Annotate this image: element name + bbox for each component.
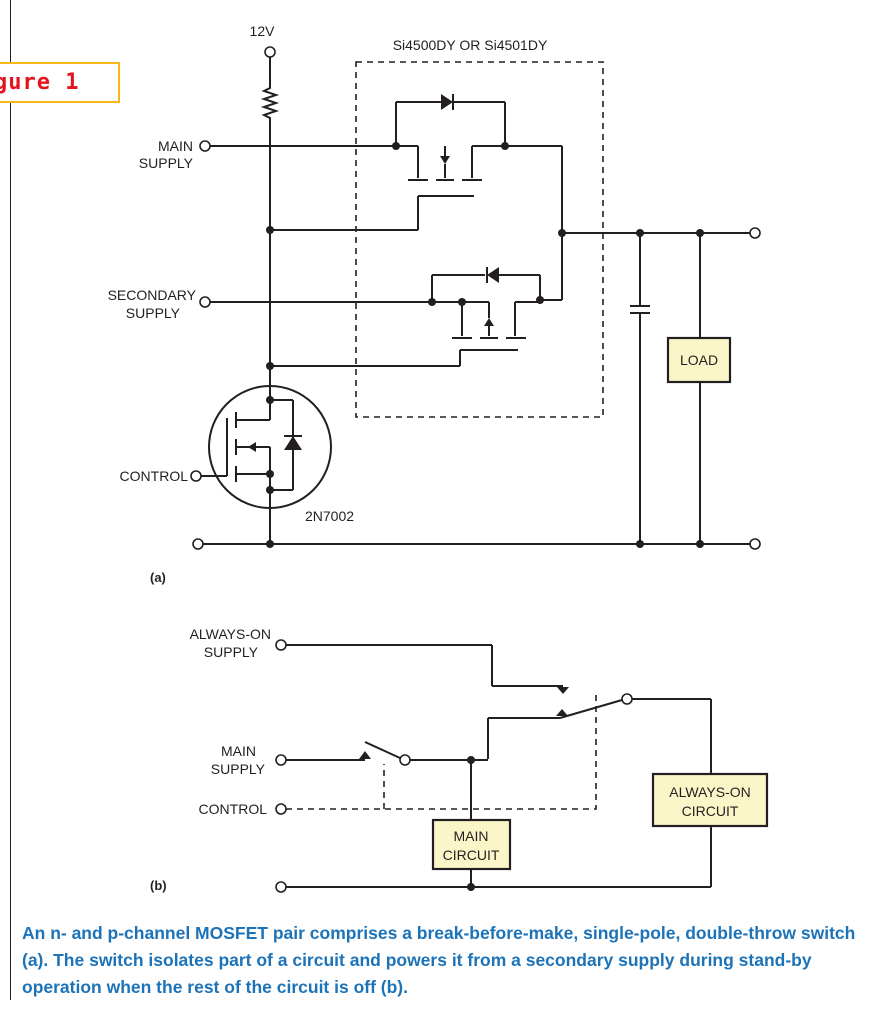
ic-part-label: Si4500DY OR Si4501DY	[393, 37, 548, 53]
transistor-body-diode	[284, 436, 302, 450]
ground-terminal-b	[275, 881, 287, 893]
lower-body-diode	[487, 267, 499, 283]
always-on-supply-terminal	[275, 639, 287, 651]
control-terminal-a	[190, 470, 202, 482]
control-label-a: CONTROL	[120, 468, 189, 484]
figure-label: gure 1	[0, 70, 80, 95]
upper-body-diode	[441, 94, 453, 110]
main-supply-terminal	[199, 140, 211, 152]
main-supply-b-label-line1: MAIN	[221, 743, 256, 759]
load-label: LOAD	[680, 352, 718, 368]
secondary-supply-terminal	[199, 296, 211, 308]
main-circuit-label-line2: CIRCUIT	[443, 847, 500, 863]
supply-12v-terminal	[264, 46, 276, 58]
always-on-supply-label-line1: ALWAYS-ON	[190, 626, 271, 642]
main-supply-switch	[359, 741, 411, 766]
circuit-b: ALWAYS-ON SUPPLY MAIN SUPPLY	[150, 626, 769, 893]
main-supply-b-terminal	[275, 754, 287, 766]
load-box	[666, 336, 732, 384]
secondary-supply-label-line2: SUPPLY	[126, 305, 181, 321]
circuit-b-tag: (b)	[150, 878, 167, 893]
control-linkage	[286, 694, 597, 810]
always-on-circuit-label-line1: ALWAYS-ON	[669, 784, 750, 800]
changeover-switch	[487, 693, 712, 774]
mosfet-pair-ic-outline	[355, 61, 604, 418]
ground-terminal-right-a	[749, 538, 761, 550]
always-on-circuit-box	[651, 772, 769, 828]
output-capacitor	[630, 233, 650, 544]
upper-mosfet	[392, 94, 563, 300]
circuit-a: 12V MAIN SUPPLY Si4500DY OR Si4501DY	[108, 23, 761, 585]
control-label-b: CONTROL	[199, 801, 268, 817]
figure-label-tab: gure 1	[0, 62, 120, 103]
output-terminal-top	[749, 227, 761, 239]
secondary-supply-label-line1: SECONDARY	[108, 287, 197, 303]
main-circuit-label-line1: MAIN	[454, 828, 489, 844]
always-on-circuit-label-line2: CIRCUIT	[682, 803, 739, 819]
figure-caption: An n- and p-channel MOSFET pair comprise…	[22, 923, 856, 997]
control-transistor-2n7002	[200, 385, 332, 544]
main-supply-label-line1: MAIN	[158, 138, 193, 154]
page-margin-rule	[10, 0, 11, 1000]
lower-mosfet	[428, 267, 562, 366]
supply-voltage-label: 12V	[250, 23, 276, 39]
control-terminal-b	[275, 803, 287, 815]
ground-terminal-left-a	[192, 538, 204, 550]
always-on-supply-label-line2: SUPPLY	[204, 644, 259, 660]
main-supply-label-line2: SUPPLY	[139, 155, 194, 171]
circuit-a-tag: (a)	[150, 570, 166, 585]
main-supply-b-label-line2: SUPPLY	[211, 761, 266, 777]
pullup-resistor	[260, 84, 280, 122]
transistor-label: 2N7002	[305, 508, 354, 524]
